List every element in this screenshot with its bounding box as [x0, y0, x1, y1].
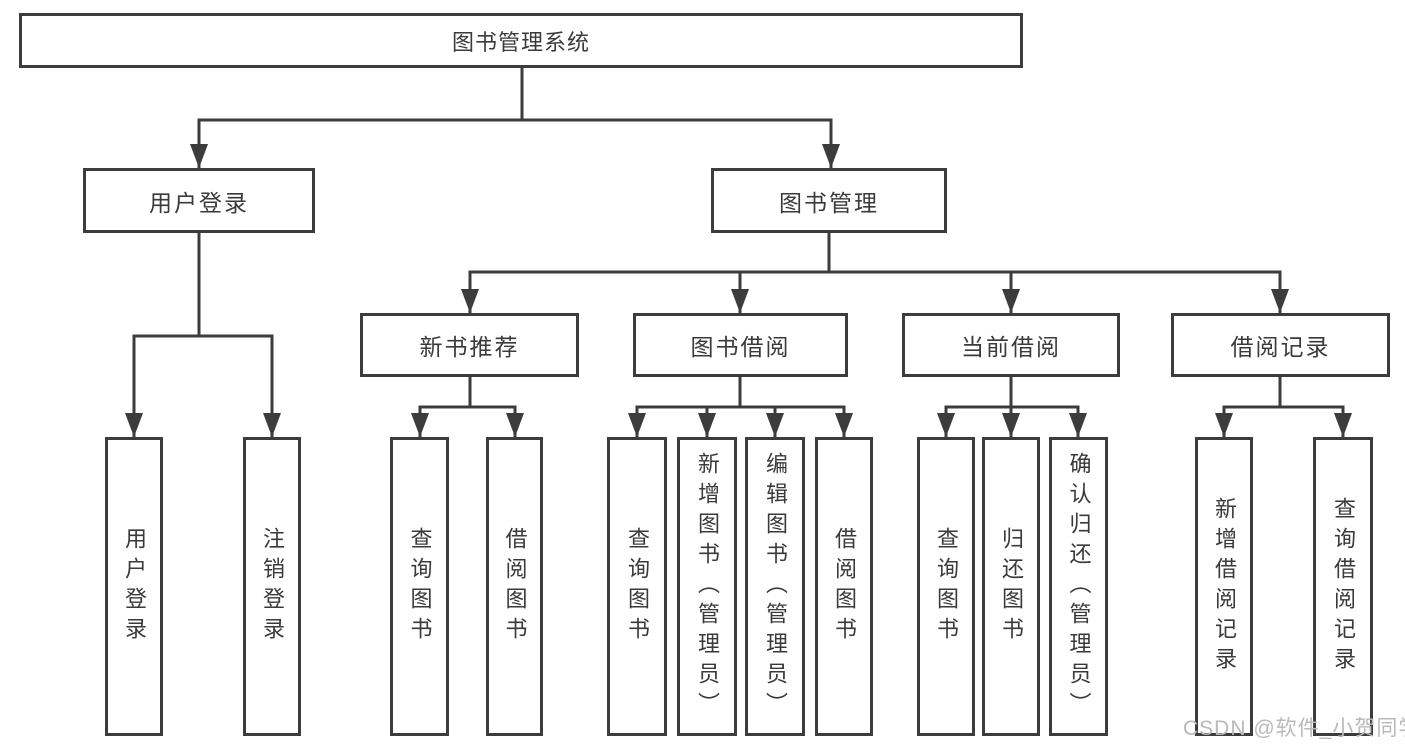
leaf-query-books-recommend: 查询图书 [390, 437, 449, 736]
leaf-logout-label: 注销登录 [260, 526, 285, 647]
leaf-confirm-return-admin: 确认归还（管理员） [1049, 437, 1108, 736]
leaf-add-borrow-record: 新增借阅记录 [1195, 437, 1253, 736]
leaf-query-books-borrow: 查询图书 [607, 437, 667, 736]
leaf-user-login: 用户登录 [105, 437, 163, 736]
connector-borrow-records-children [1215, 375, 1352, 439]
connector-book-management-children [461, 231, 1289, 315]
leaf-edit-book-admin-label: 编辑图书（管理员） [763, 451, 788, 722]
leaf-query-books-recommend-label: 查询图书 [407, 526, 433, 647]
connector-current-borrow-children [937, 375, 1087, 439]
leaf-add-borrow-record-label: 新增借阅记录 [1212, 496, 1237, 677]
leaf-confirm-return-admin-label: 确认归还（管理员） [1066, 451, 1092, 722]
node-borrowing-records: 借阅记录 [1171, 313, 1390, 377]
leaf-query-borrow-record: 查询借阅记录 [1313, 437, 1373, 736]
connector-root-to-level2 [190, 66, 840, 170]
leaf-add-book-admin-label: 新增图书（管理员） [695, 451, 720, 722]
node-book-borrowing: 图书借阅 [633, 313, 848, 377]
node-book-management: 图书管理 [711, 168, 947, 233]
leaf-query-borrow-record-label: 查询借阅记录 [1331, 496, 1356, 677]
connector-book-borrow-children [628, 375, 853, 439]
leaf-logout: 注销登录 [243, 437, 301, 736]
connector-new-book-children [411, 375, 524, 439]
leaf-borrow-books-recommend-label: 借阅图书 [502, 526, 528, 647]
leaf-borrow-books-borrow-label: 借阅图书 [832, 526, 857, 647]
leaf-query-books-borrow-label: 查询图书 [625, 526, 650, 647]
leaf-return-books: 归还图书 [982, 437, 1040, 736]
leaf-add-book-admin: 新增图书（管理员） [677, 437, 737, 736]
watermark: CSDN @软件_小贺同学 [1183, 717, 1405, 740]
node-library-management-system: 图书管理系统 [19, 13, 1023, 68]
leaf-borrow-books-recommend: 借阅图书 [486, 437, 543, 736]
leaf-edit-book-admin: 编辑图书（管理员） [745, 437, 805, 736]
leaf-return-books-label: 归还图书 [999, 526, 1024, 647]
leaf-borrow-books-borrow: 借阅图书 [815, 437, 873, 736]
node-current-borrowing: 当前借阅 [902, 313, 1120, 377]
node-new-book-recommendation: 新书推荐 [360, 313, 579, 377]
node-user-login: 用户登录 [83, 168, 315, 233]
leaf-user-login-label: 用户登录 [122, 526, 147, 647]
connector-user-login-children [125, 231, 281, 439]
leaf-query-books-current: 查询图书 [917, 437, 975, 736]
leaf-query-books-current-label: 查询图书 [934, 526, 959, 647]
